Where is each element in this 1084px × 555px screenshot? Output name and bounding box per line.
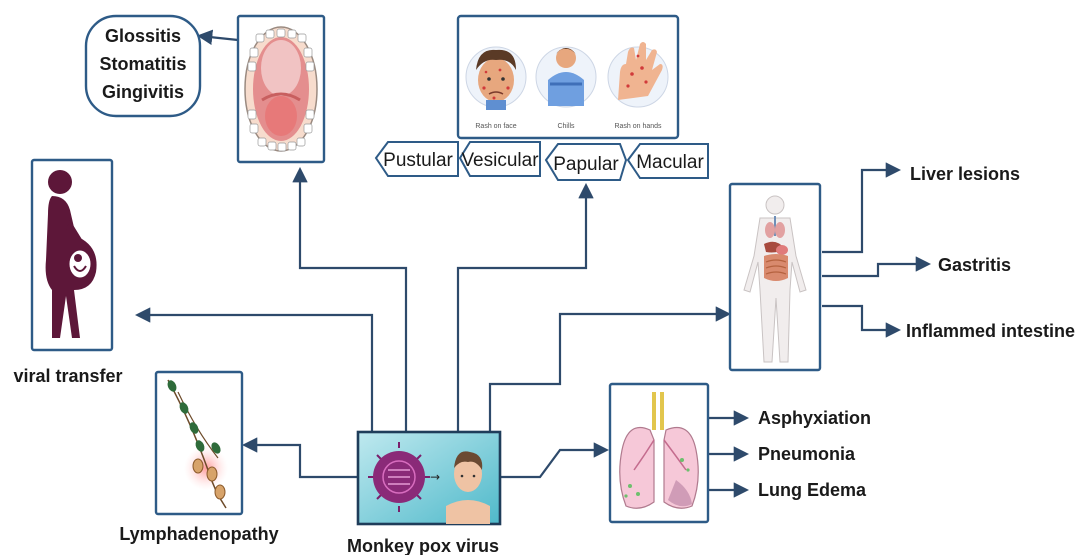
body-symptom-1: Gastritis	[938, 255, 1011, 275]
connector-lungs	[500, 450, 606, 477]
arrow-icon: →	[430, 470, 440, 484]
lung-symptom-0: Asphyxiation	[758, 408, 871, 428]
viral-transfer-label: viral transfer	[13, 366, 122, 386]
connector-lymph	[245, 445, 358, 477]
connector-mouth	[300, 170, 406, 432]
rash-hands-caption: Rash on hands	[614, 123, 662, 130]
chills-caption: Chills	[557, 123, 575, 130]
connector-papular	[458, 186, 586, 432]
center-label: Monkey pox virus	[347, 536, 499, 555]
body-symptom-0: Liver lesions	[910, 164, 1020, 184]
mouth-icon	[245, 27, 317, 151]
mouth-symptom-2: Gingivitis	[102, 82, 184, 102]
center-panel: →	[358, 432, 500, 524]
connector-glossitis	[200, 36, 238, 40]
tag-papular-label: Papular	[553, 154, 619, 175]
body-symptom-2: Inflammed intestine	[906, 321, 1075, 341]
lesion-types: Pustular Vesicular Papular Macular	[376, 142, 708, 180]
body-panel	[730, 184, 820, 370]
pregnancy-panel	[32, 160, 112, 350]
mouth-panel	[238, 16, 324, 162]
chills-icon	[536, 47, 596, 107]
lymph-panel	[156, 372, 242, 514]
lung-symptom-2: Lung Edema	[758, 480, 867, 500]
rash-face-caption: Rash on face	[475, 123, 516, 130]
tag-macular-label: Macular	[636, 152, 704, 173]
lung-symptom-1: Pneumonia	[758, 444, 856, 464]
lungs-panel	[610, 384, 708, 522]
mouth-symptoms: Glossitis Stomatitis Gingivitis	[86, 16, 200, 116]
connector-intestine	[822, 306, 898, 330]
connector-liver	[822, 170, 898, 252]
skin-panel: Rash on face Chills Rash on hands	[458, 16, 678, 138]
connector-gastritis	[822, 264, 928, 276]
lymph-label: Lymphadenopathy	[119, 524, 278, 544]
mouth-symptom-0: Glossitis	[105, 26, 181, 46]
tag-vesicular-label: Vesicular	[461, 150, 539, 171]
tag-pustular-label: Pustular	[383, 150, 453, 171]
mouth-symptom-1: Stomatitis	[99, 54, 186, 74]
